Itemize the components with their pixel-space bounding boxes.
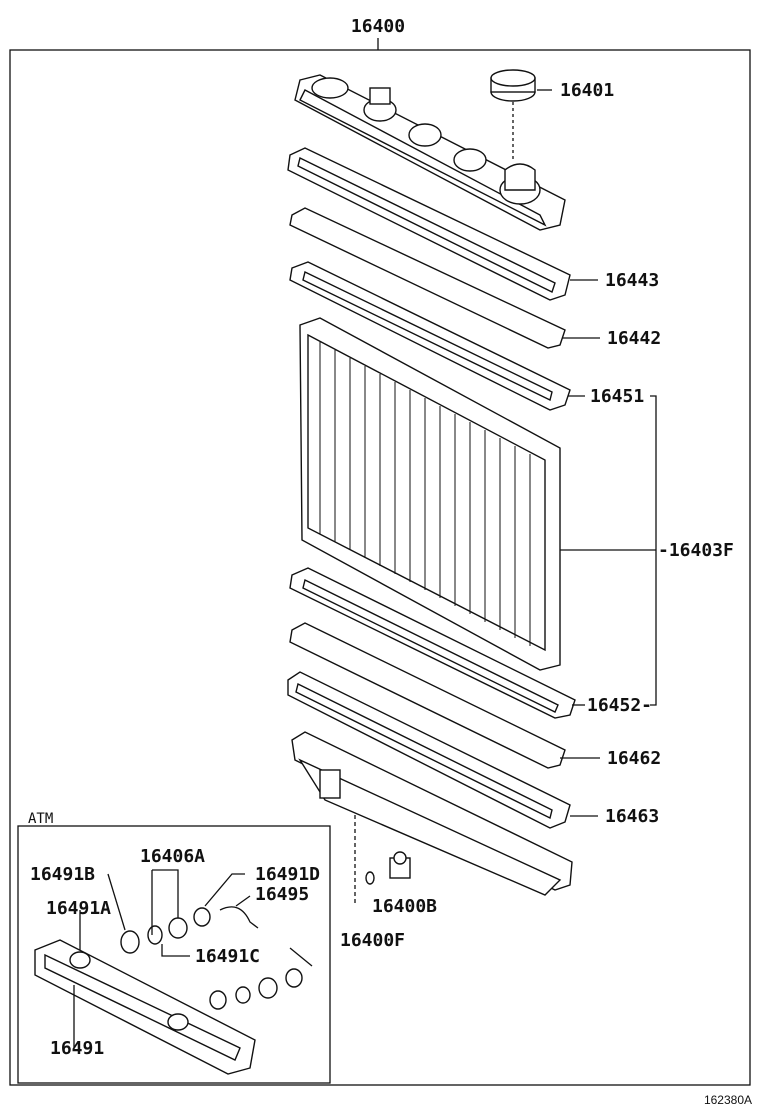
upper-o-ring-label: 16442 xyxy=(607,328,661,349)
lower-tank-part xyxy=(291,731,573,896)
inset-washers xyxy=(120,907,303,1010)
upper-tank-part xyxy=(294,74,566,231)
atm-inset-frame xyxy=(17,825,331,1084)
upper-tank-gasket-label: 16443 xyxy=(605,270,659,291)
inset-leader-lines xyxy=(73,869,251,1048)
lower-plate-part xyxy=(289,567,576,719)
lower-tank-label: 16463 xyxy=(605,806,659,827)
radiator-cap-part xyxy=(490,69,536,102)
assembly-number-label: 16400 xyxy=(351,16,405,37)
inset-pipe-label: 16495 xyxy=(255,884,309,905)
inset-pipes xyxy=(219,906,313,967)
inset-washer-b-label: 16491B xyxy=(30,864,95,885)
core-bracket xyxy=(650,395,657,706)
lower-plate-label: 16452- xyxy=(587,695,652,716)
drain-cock-label: 16400F xyxy=(340,930,405,951)
upper-plate-part xyxy=(289,261,571,411)
inset-nut-a-label: 16406A xyxy=(140,846,205,867)
radiator-core-part xyxy=(299,317,561,671)
reference-code: 162380A xyxy=(704,1093,752,1107)
lower-o-ring-label: 16462 xyxy=(607,748,661,769)
lower-tank-gasket-part xyxy=(287,671,571,829)
atm-inset-title: ATM xyxy=(28,811,53,827)
diagram-frame xyxy=(9,49,751,1086)
upper-plate-label: 16451 xyxy=(590,386,644,407)
oil-cooler-part xyxy=(34,939,256,1075)
core-assembly-label: -16403F xyxy=(658,540,734,561)
inset-oil-cooler-label: 16491 xyxy=(50,1038,104,1059)
inset-gasket-a-label: 16491A xyxy=(46,898,111,919)
inset-washer-c-label: 16491C xyxy=(195,946,260,967)
cap-label: 16401 xyxy=(560,80,614,101)
inset-washer-d-label: 16491D xyxy=(255,864,320,885)
drain-cock-part xyxy=(365,851,411,885)
drain-cock-plug-label: 16400B xyxy=(372,896,437,917)
lower-o-ring-part xyxy=(289,622,566,769)
upper-o-ring-part xyxy=(289,207,566,349)
upper-tank-gasket-part xyxy=(287,147,571,301)
